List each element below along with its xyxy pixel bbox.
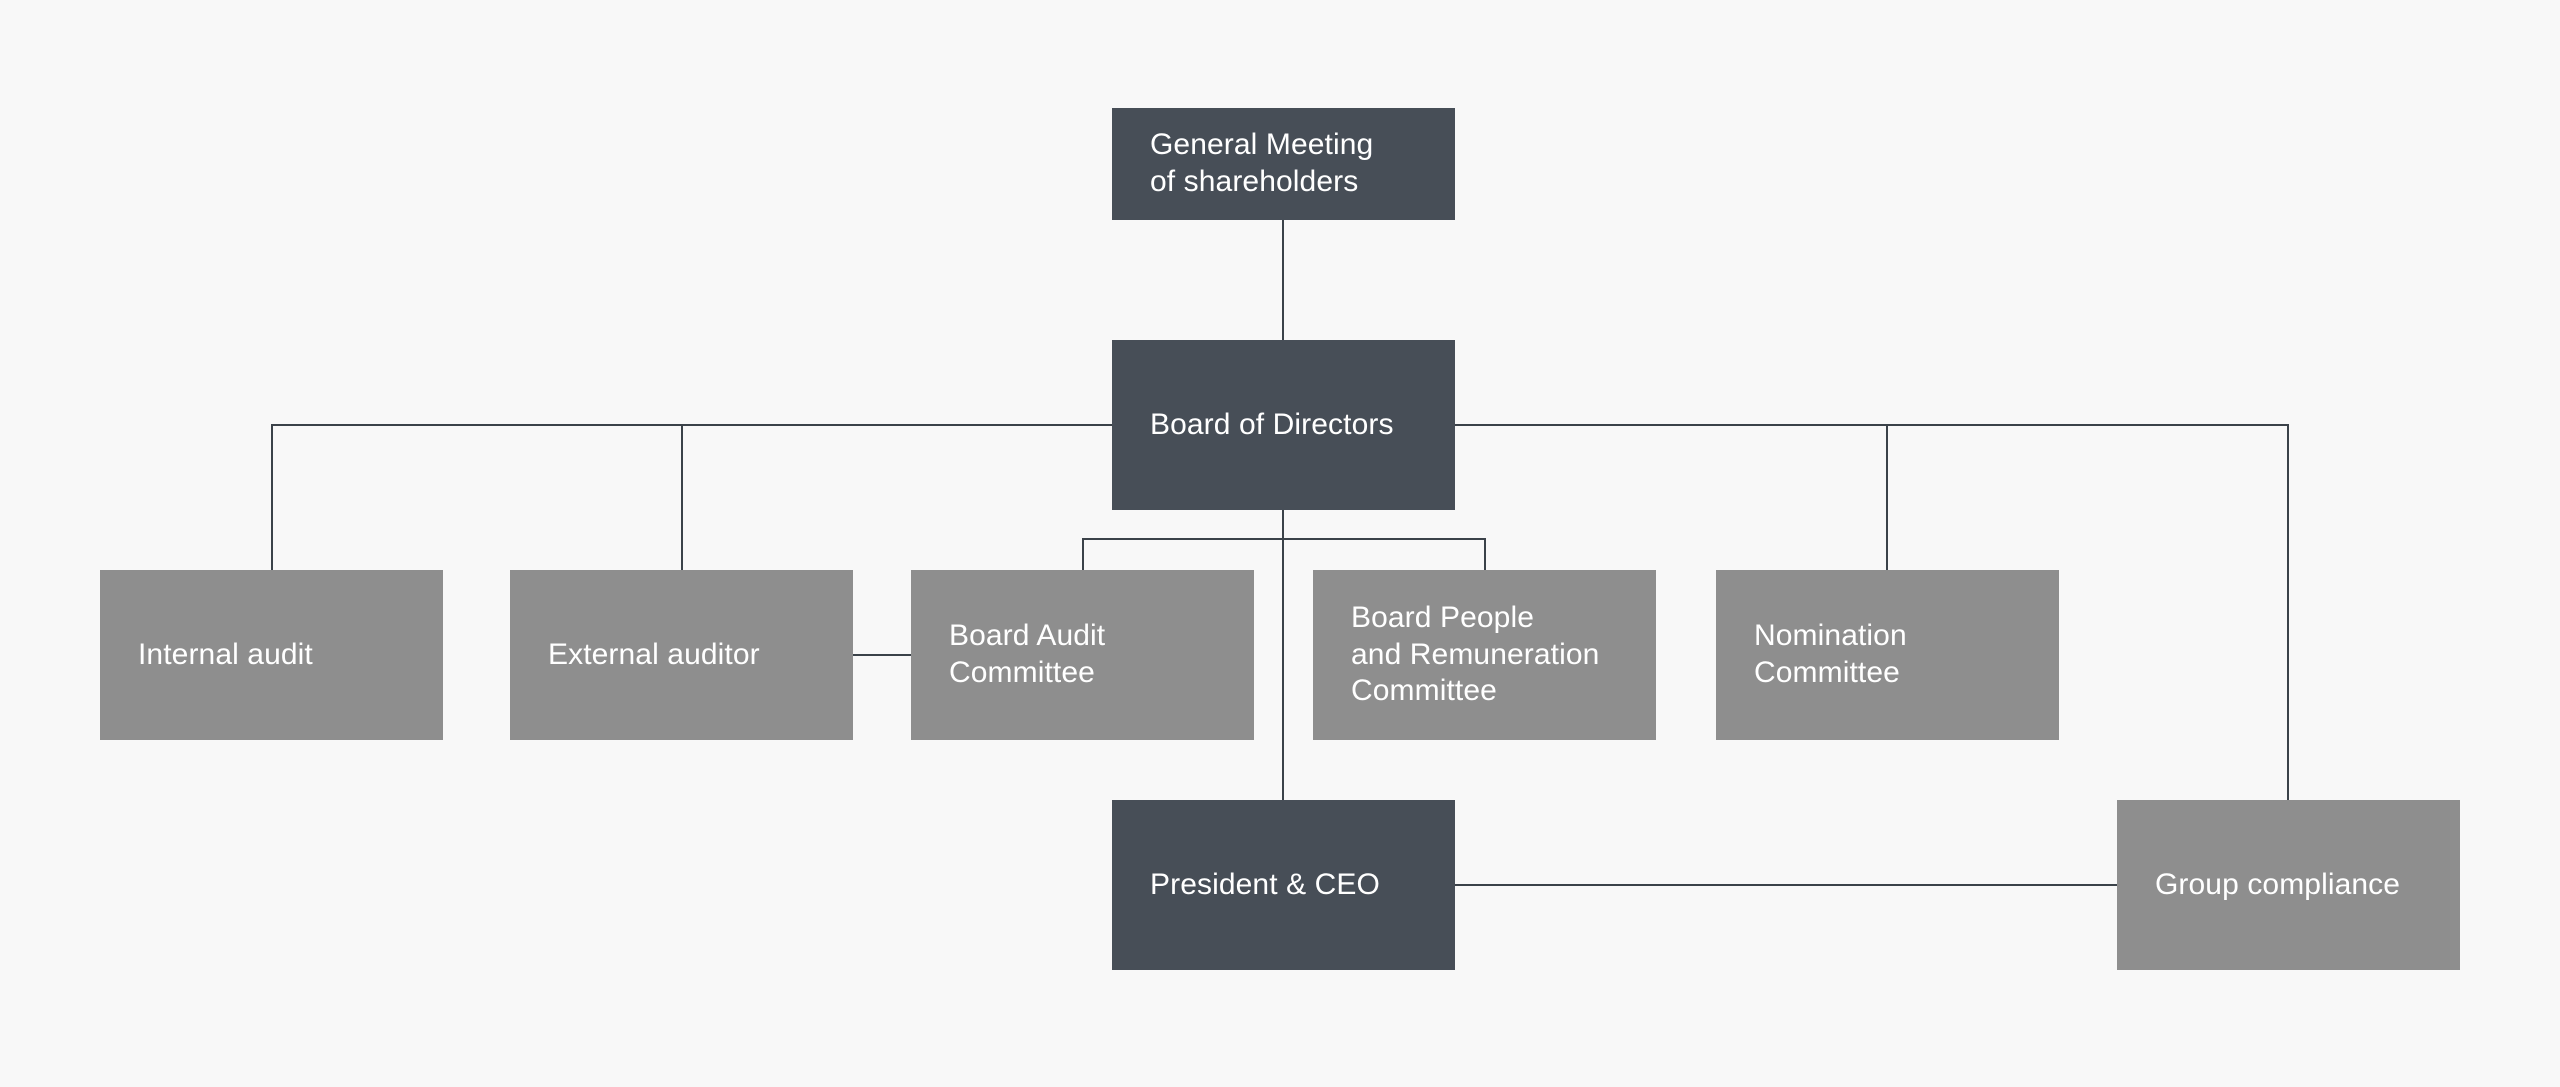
node-group-compliance-label: Group compliance: [2155, 867, 2401, 901]
node-general-meeting[interactable]: General Meeting of shareholders: [1112, 108, 1455, 220]
edge-bracket-to-board-audit-committee: [1082, 538, 1084, 571]
node-board-of-directors-label: Board of Directors: [1150, 407, 1394, 441]
node-nomination-committee-label: Nomination Committee: [1754, 619, 1907, 689]
edge-president-ceo-to-group-compliance: [1455, 884, 2118, 886]
edge-general-meeting-to-board: [1282, 220, 1284, 340]
node-internal-audit-label: Internal audit: [138, 637, 313, 671]
node-general-meeting-label: General Meeting of shareholders: [1150, 128, 1374, 198]
edge-board-to-president-ceo: [1282, 510, 1284, 801]
node-group-compliance[interactable]: Group compliance: [2117, 800, 2460, 970]
node-board-people-and-remuneration-committee[interactable]: Board People and Remuneration Committee: [1313, 570, 1656, 740]
edge-bracket-to-board-people-committee: [1484, 538, 1486, 571]
node-external-auditor[interactable]: External auditor: [510, 570, 853, 740]
edge-bus-to-external-auditor: [681, 424, 683, 571]
edge-external-auditor-to-board-audit-committee: [853, 654, 912, 656]
edge-committee-bracket: [1082, 538, 1486, 540]
node-nomination-committee[interactable]: Nomination Committee: [1716, 570, 2059, 740]
edge-bus-to-nomination-committee: [1886, 424, 1888, 571]
node-board-people-and-remuneration-committee-label: Board People and Remuneration Committee: [1351, 601, 1600, 708]
node-external-auditor-label: External auditor: [548, 637, 760, 671]
node-internal-audit[interactable]: Internal audit: [100, 570, 443, 740]
node-board-audit-committee-label: Board Audit Committee: [949, 619, 1106, 689]
node-board-of-directors[interactable]: Board of Directors: [1112, 340, 1455, 510]
node-board-audit-committee[interactable]: Board Audit Committee: [911, 570, 1254, 740]
edge-bus-to-internal-audit: [271, 424, 273, 571]
node-president-and-ceo[interactable]: President & CEO: [1112, 800, 1455, 970]
edge-bus-to-group-compliance: [2287, 424, 2289, 801]
node-president-and-ceo-label: President & CEO: [1150, 867, 1380, 901]
